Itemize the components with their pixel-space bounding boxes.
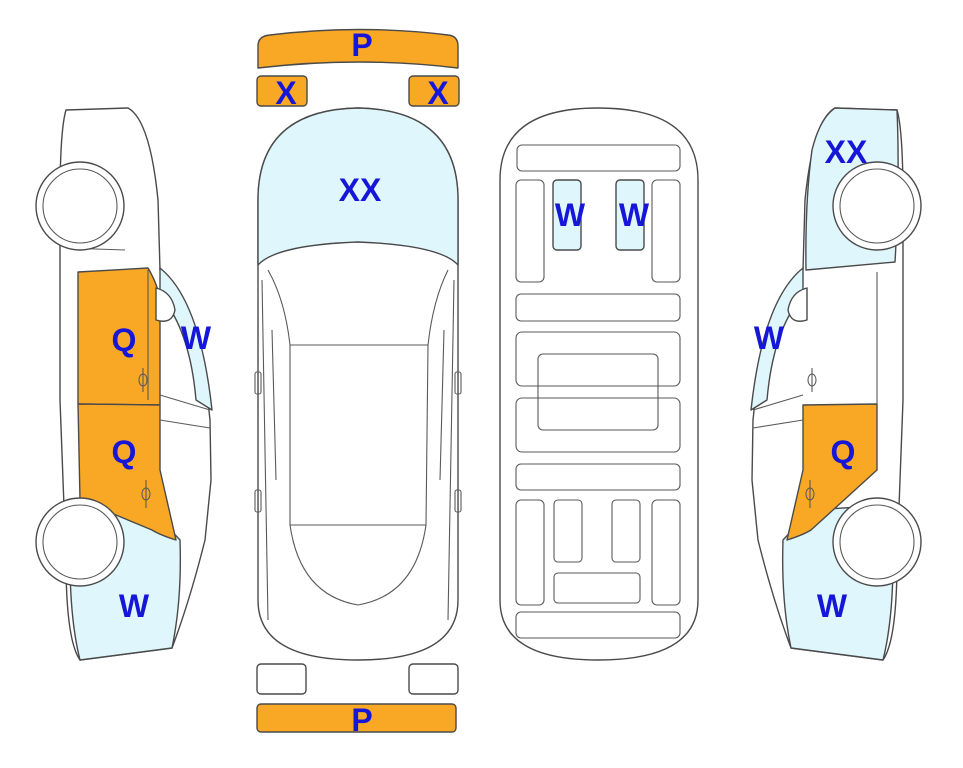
top-view-front-bumper	[257, 28, 459, 69]
underside-left-panel	[552, 179, 582, 251]
top-view-right-taillight	[408, 663, 459, 695]
left-front-door-label: Q	[112, 322, 137, 358]
right-side-front-wheel	[832, 161, 922, 251]
right-front-upper-label: XX	[825, 134, 868, 170]
underside-right-panel	[615, 179, 645, 251]
top-view-right-headlight	[408, 75, 460, 107]
left-lower-label: W	[119, 588, 150, 624]
right-side-mirror	[787, 287, 808, 322]
right-lower-label: W	[817, 588, 848, 624]
top-view-rear-bumper	[256, 703, 457, 733]
underside-body	[499, 107, 699, 661]
underside-left-label: W	[555, 197, 586, 233]
front-bumper-label: P	[351, 27, 372, 63]
left-side-rear-wheel	[35, 497, 125, 587]
left-window-label: W	[181, 320, 212, 356]
rear-bumper-label: P	[351, 702, 372, 738]
right-door-label: Q	[831, 434, 856, 470]
hood-label: XX	[339, 172, 382, 208]
right-side-view	[750, 107, 922, 661]
right-window-label: W	[754, 320, 785, 356]
top-view-left-taillight	[256, 663, 307, 695]
right-side-rear-wheel	[832, 497, 922, 587]
right-headlight-label: X	[427, 75, 449, 111]
top-view-left-headlight	[256, 75, 308, 107]
left-side-mirror	[155, 287, 176, 322]
underside-right-label: W	[619, 197, 650, 233]
top-view-hood	[257, 107, 459, 266]
damage-labels: Q Q W W P X X XX P W W XX W Q W	[112, 27, 868, 738]
left-rear-door-label: Q	[112, 434, 137, 470]
left-headlight-label: X	[275, 75, 297, 111]
left-side-view	[35, 107, 213, 661]
underside-view	[499, 107, 699, 661]
left-side-front-wheel	[35, 161, 125, 251]
top-view	[254, 28, 462, 733]
